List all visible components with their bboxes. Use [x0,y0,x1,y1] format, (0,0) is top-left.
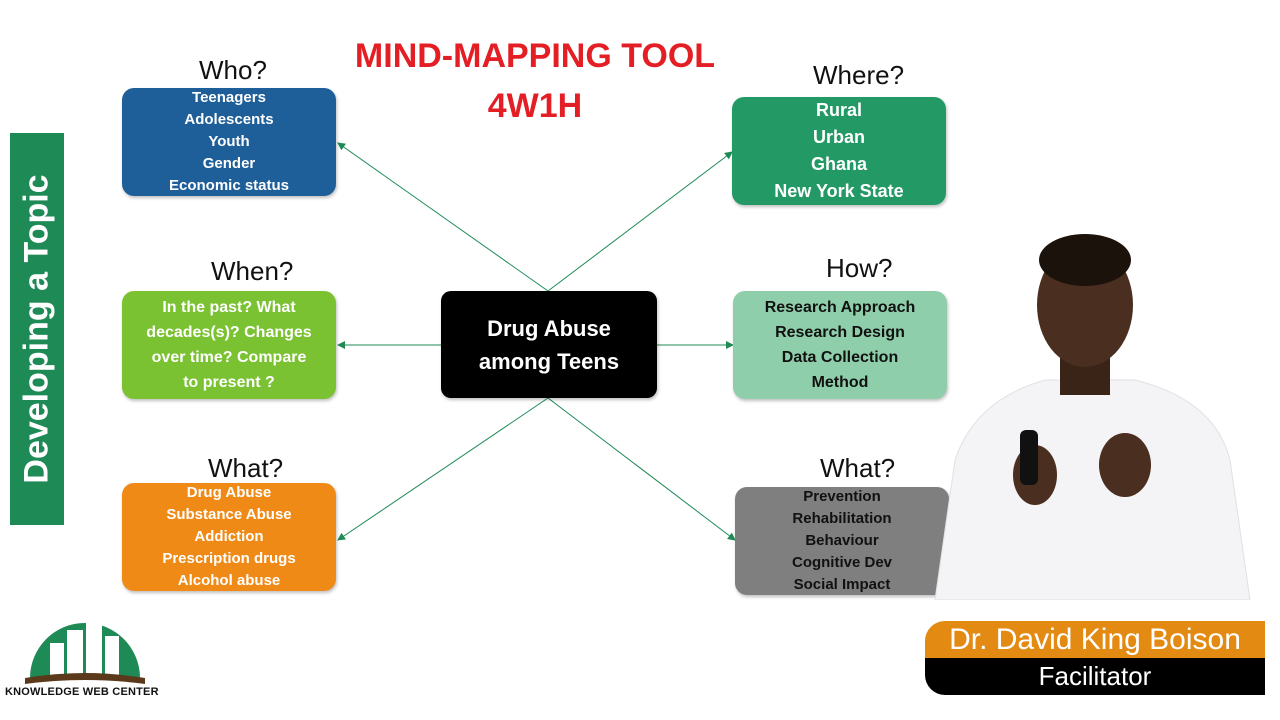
where-item: New York State [774,181,904,201]
when-box: In the past? What decades(s)? Changes ov… [122,291,336,399]
what-right-item: Rehabilitation [792,510,892,527]
what-left-item: Drug Abuse [186,484,272,501]
center-line-1: Drug Abuse [487,315,611,341]
where-question: Where? [813,60,905,90]
what-right-item: Social Impact [793,576,891,593]
center-topic: Drug Abuse among Teens [441,291,657,398]
who-item: Youth [208,133,250,150]
what-right-question: What? [820,453,896,483]
who-item: Economic status [168,177,290,194]
what-left-box: Drug Abuse Substance Abuse Addiction Pre… [122,483,336,591]
presenter-name-bar [925,621,1265,658]
title-line-2: 4W1H [487,87,583,125]
how-question: How? [826,253,893,283]
who-item: Teenagers [192,89,266,106]
presenter-role-bar [925,658,1265,695]
what-right-item: Behaviour [805,532,879,549]
logo-name: KNOWLEDGE WEB CENTER [5,686,159,698]
what-right-box: Prevention Rehabilitation Behaviour Cogn… [735,487,949,595]
when-item: to present ? [183,374,275,391]
what-right-item: Cognitive Dev [791,554,893,571]
when-question: When? [211,256,294,286]
arrow-to-who [337,142,549,292]
who-item: Adolescents [184,111,274,128]
title-line-1: MIND-MAPPING TOOL [354,37,716,75]
what-left-item: Alcohol abuse [177,572,281,589]
center-line-2: among Teens [478,348,620,374]
where-item: Rural [815,100,862,120]
knowledge-web-center-logo [25,620,145,684]
what-right-item: Prevention [803,488,881,505]
how-item: Research Design [775,324,905,341]
where-item: Ghana [810,154,867,174]
presenter-figure [934,234,1251,600]
where-item: Urban [812,127,865,147]
how-item: Method [811,374,869,391]
when-item: decades(s)? Changes [146,324,312,341]
how-box: Research Approach Research Design Data C… [733,291,947,399]
who-question: Who? [199,55,267,85]
how-item: Data Collection [781,349,899,366]
arrow-to-what-left [337,397,549,541]
arrow-to-where [547,151,733,292]
what-left-item: Prescription drugs [162,550,296,567]
what-left-item: Addiction [194,528,264,545]
side-tab [10,133,64,525]
what-left-item: Substance Abuse [166,506,292,523]
who-item: Gender [202,155,256,172]
presenter-role: Facilitator [1038,661,1152,691]
what-left-question: What? [208,453,284,483]
how-item: Research Approach [764,299,916,316]
where-box: Rural Urban Ghana New York State [732,97,946,205]
when-item: over time? Compare [151,349,307,366]
when-item: In the past? What [162,299,296,316]
presenter-name: Dr. David King Boison [949,623,1241,656]
arrow-to-what-right [547,397,736,541]
who-box: Teenagers Adolescents Youth Gender Econo… [122,88,336,196]
